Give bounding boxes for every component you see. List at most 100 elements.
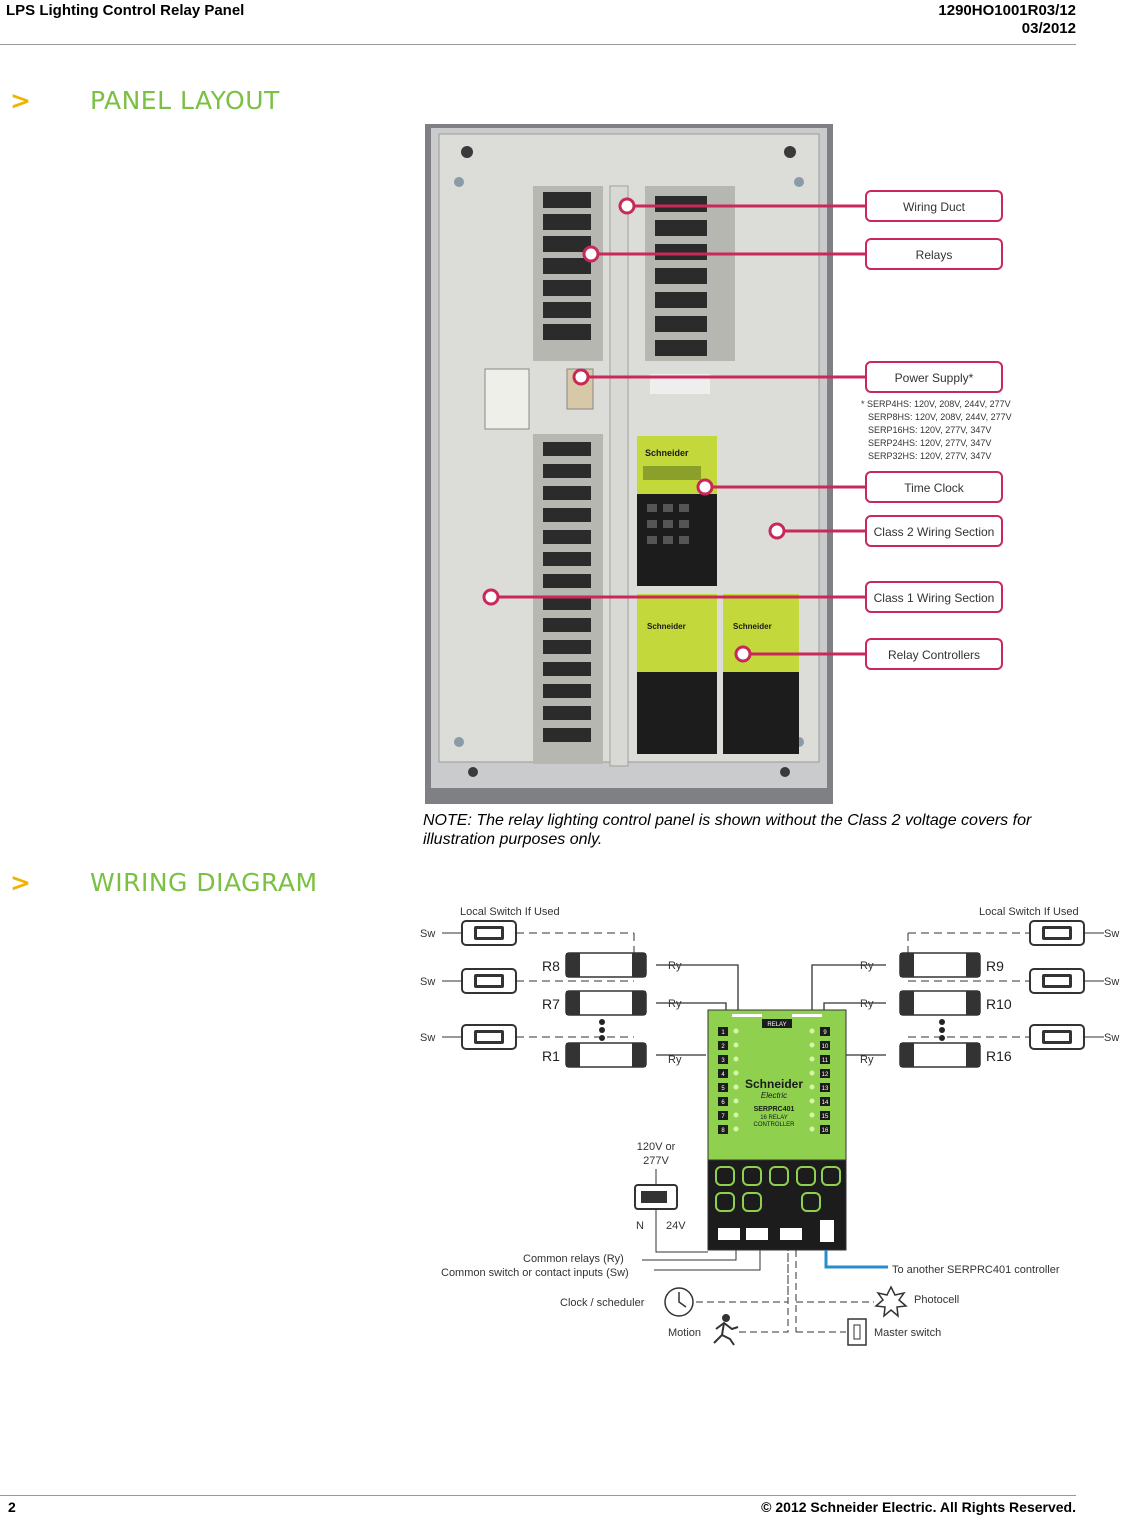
- local-switch-left-label: Local Switch If Used: [460, 906, 560, 918]
- relay-label-r7: R7: [542, 996, 560, 1012]
- wiring-diagram: Local Switch If Used Local Switch If Use…: [420, 906, 1119, 1346]
- clock-icon: [664, 1287, 694, 1317]
- callout-relays: Relays: [916, 248, 953, 262]
- channel-label: 6: [721, 1100, 725, 1106]
- ry-label: Ry: [860, 1054, 874, 1066]
- channel-label: 13: [822, 1086, 829, 1092]
- header-title: LPS Lighting Control Relay Panel: [6, 2, 245, 19]
- header-divider: [0, 44, 1076, 45]
- ry-label: Ry: [860, 960, 874, 972]
- controller-desc: CONTROLLER: [753, 1122, 795, 1128]
- channel-label: 4: [721, 1072, 725, 1078]
- ry-label: Ry: [668, 998, 682, 1010]
- relay-column-right-top: [645, 186, 735, 361]
- panel-layout-figure: Schneider Schneider Schneider: [425, 124, 833, 804]
- master-switch-icon: [847, 1318, 867, 1346]
- local-switch-right-label: Local Switch If Used: [979, 906, 1079, 918]
- supply-voltage-label: 120V or: [637, 1141, 676, 1153]
- relay-label-r9: R9: [986, 958, 1004, 974]
- relays-left: R8 R7 R1 Ry Ry Ry: [542, 952, 682, 1068]
- figure-note: NOTE: The relay lighting control panel i…: [423, 812, 1032, 848]
- power-supply: 120V or 277V N 24V: [634, 1141, 708, 1253]
- panel-callouts: Wiring Duct Relays Power Supply* Time Cl…: [833, 190, 1012, 670]
- relay-controller-1: Schneider: [637, 594, 717, 754]
- callout-time-clock: Time Clock: [904, 481, 965, 495]
- time-clock-module: Schneider: [637, 436, 717, 586]
- sw-label: Sw: [420, 976, 435, 988]
- channel-label: 2: [721, 1044, 725, 1050]
- relay-label-r1: R1: [542, 1048, 560, 1064]
- callout-relay-controllers: Relay Controllers: [888, 648, 980, 662]
- relay-column-left-top: [533, 186, 603, 361]
- channel-label: 9: [823, 1030, 827, 1036]
- callout-wiring-duct: Wiring Duct: [903, 200, 966, 214]
- common-switch-label: Common switch or contact inputs (Sw): [441, 1267, 629, 1279]
- ry-label: Ry: [668, 1054, 682, 1066]
- relays-right: R9 R10 R16 Ry Ry Ry: [860, 952, 1012, 1068]
- callout-class2: Class 2 Wiring Section: [874, 525, 995, 539]
- power-note-line: SERP16HS: 120V, 277V, 347V: [868, 425, 991, 435]
- header-doc-info: 1290HO1001R03/12 03/2012: [938, 2, 1076, 38]
- sw-label: Sw: [1104, 928, 1119, 940]
- relay-label-r16: R16: [986, 1048, 1012, 1064]
- v24-label: 24V: [666, 1220, 686, 1232]
- controller-model: SERPRC401: [754, 1106, 795, 1113]
- callout-class1: Class 1 Wiring Section: [874, 591, 995, 605]
- clock-label: Clock / scheduler: [560, 1297, 645, 1309]
- local-switch-left-group: Sw Sw Sw: [420, 920, 517, 1050]
- channel-label: 1: [721, 1030, 725, 1036]
- ry-label: Ry: [668, 960, 682, 972]
- sw-label: Sw: [1104, 976, 1119, 988]
- copyright: © 2012 Schneider Electric. All Rights Re…: [761, 1499, 1076, 1515]
- wiring-duct: [609, 185, 629, 767]
- controller-desc: 16 RELAY: [760, 1115, 788, 1121]
- section-title: PANEL LAYOUT: [90, 86, 280, 115]
- chevron-right-icon: >: [10, 868, 32, 897]
- section-panel-layout: > PANEL LAYOUT: [10, 86, 280, 115]
- sw-label: Sw: [420, 1032, 435, 1044]
- neutral-label: N: [636, 1220, 644, 1232]
- relay-controller-2: Schneider: [723, 594, 799, 754]
- relay-column-left-bottom: [533, 434, 603, 764]
- sw-label: Sw: [1104, 1032, 1119, 1044]
- photocell-label: Photocell: [914, 1294, 959, 1306]
- channel-label: 12: [822, 1072, 829, 1078]
- channel-label: 8: [721, 1128, 725, 1134]
- sw-label: Sw: [420, 928, 435, 940]
- controller-link-cable: [824, 1250, 888, 1269]
- channel-label: 7: [721, 1114, 725, 1120]
- channel-label: 10: [822, 1044, 829, 1050]
- svg-text:Schneider: Schneider: [733, 622, 772, 631]
- to-another-controller-label: To another SERPRC401 controller: [892, 1264, 1060, 1276]
- page-number: 2: [8, 1499, 16, 1515]
- section-title: WIRING DIAGRAM: [90, 868, 318, 897]
- channel-label: 3: [721, 1058, 725, 1064]
- relay-bar-label: RELAY: [767, 1022, 786, 1028]
- controller-brand-sub: Electric: [761, 1091, 787, 1100]
- channel-label: 15: [822, 1114, 829, 1120]
- power-note-line: SERP24HS: 120V, 277V, 347V: [868, 438, 991, 448]
- doc-date: 03/2012: [1021, 20, 1076, 37]
- relay-label-r10: R10: [986, 996, 1012, 1012]
- channel-label: 5: [721, 1086, 725, 1092]
- motion-label: Motion: [668, 1327, 701, 1339]
- common-relays-label: Common relays (Ry): [523, 1253, 624, 1265]
- footer-divider: [0, 1495, 1076, 1496]
- ry-label: Ry: [860, 998, 874, 1010]
- power-note-line: SERP32HS: 120V, 277V, 347V: [868, 451, 991, 461]
- chevron-right-icon: >: [10, 86, 32, 115]
- motion-icon: [713, 1314, 739, 1346]
- controller-brand: Schneider: [745, 1077, 803, 1091]
- master-switch-label: Master switch: [874, 1327, 941, 1339]
- relay-label-r8: R8: [542, 958, 560, 974]
- svg-text:Schneider: Schneider: [645, 448, 689, 458]
- power-note-line: SERP8HS: 120V, 208V, 244V, 277V: [868, 412, 1012, 422]
- channel-label: 14: [822, 1100, 829, 1106]
- callout-power-supply: Power Supply*: [895, 371, 974, 385]
- doc-number: 1290HO1001R03/12: [938, 2, 1076, 19]
- serprc401-controller: RELAY 1 2 3 4 5 6 7 8 9 10 11 12 13: [707, 1009, 847, 1251]
- channel-label: 16: [822, 1128, 829, 1134]
- channel-label: 11: [822, 1058, 829, 1064]
- power-note-line: * SERP4HS: 120V, 208V, 244V, 277V: [861, 399, 1011, 409]
- local-switch-right-group: Sw Sw Sw: [1029, 920, 1119, 1050]
